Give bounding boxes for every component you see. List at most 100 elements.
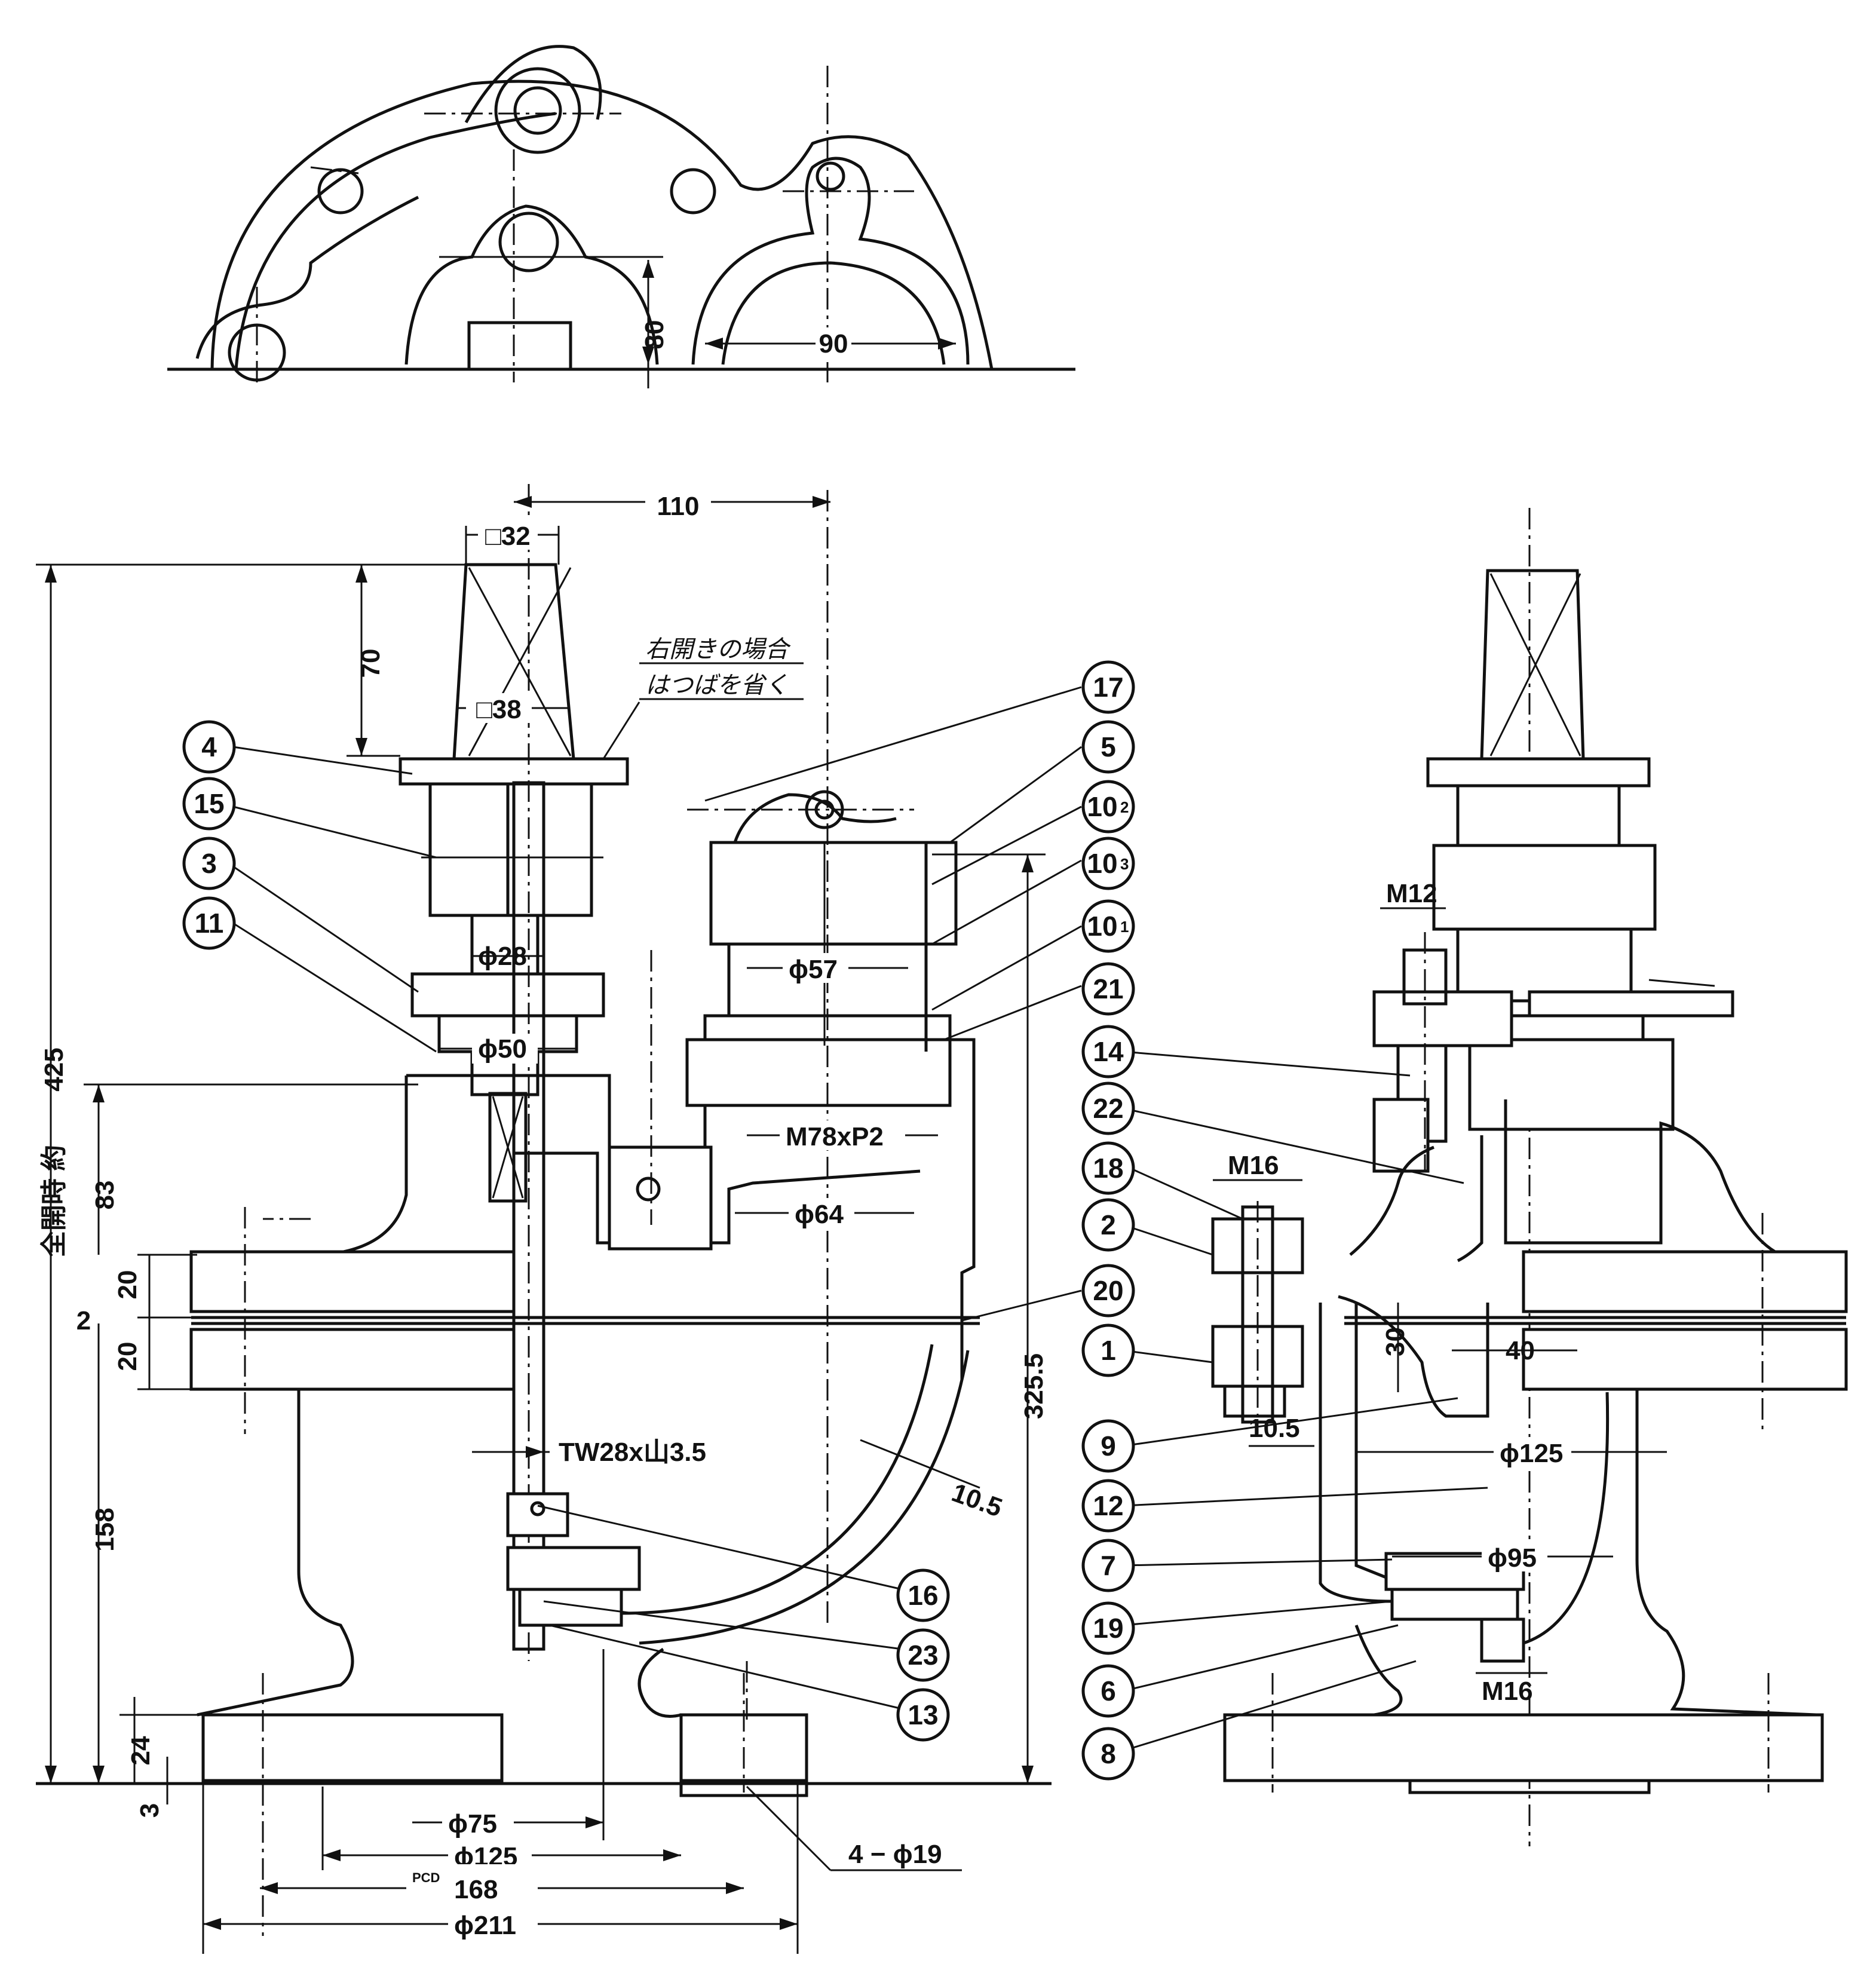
svg-text:8: 8 (1101, 1738, 1116, 1769)
balloon-23: 23 (896, 1628, 950, 1682)
dim-holes: 4 − ϕ19 (848, 1840, 942, 1869)
dim-110: 110 (657, 492, 700, 521)
balloon-15: 15 (182, 777, 236, 831)
svg-text:19: 19 (1093, 1613, 1123, 1644)
balloon-4: 4 (182, 720, 236, 774)
svg-text:10: 10 (1087, 791, 1117, 822)
dim-phi75: ϕ75 (448, 1809, 497, 1839)
svg-text:12: 12 (1093, 1490, 1123, 1521)
svg-text:1: 1 (1120, 918, 1129, 936)
svg-text:23: 23 (908, 1640, 938, 1671)
note-line1: 右開きの場合 (645, 636, 791, 663)
balloon-14: 14 (1081, 1025, 1135, 1079)
dim-80: 80 (640, 320, 669, 350)
svg-text:4: 4 (201, 731, 217, 762)
balloon-16: 16 (896, 1568, 950, 1622)
dim-20b: 20 (113, 1342, 142, 1371)
svg-text:3: 3 (201, 848, 217, 879)
svg-text:2: 2 (1101, 1209, 1116, 1240)
dim-phi50: ϕ50 (478, 1034, 527, 1064)
dim-2: 2 (76, 1306, 91, 1335)
dim-sq32: □32 (485, 522, 531, 551)
leader-lines (232, 686, 1488, 1752)
svg-text:6: 6 (1101, 1675, 1116, 1706)
balloon-21: 21 (1081, 962, 1135, 1016)
balloon-11: 11 (182, 896, 236, 950)
dim-m16b: M16 (1482, 1677, 1533, 1706)
dim-10-5b: 10.5 (1249, 1414, 1300, 1443)
balloon-12: 12 (1081, 1479, 1135, 1533)
svg-text:14: 14 (1093, 1036, 1124, 1067)
svg-text:10: 10 (1087, 911, 1117, 942)
balloon-3: 3 (182, 837, 236, 890)
dim-pcd: PCD (412, 1870, 440, 1885)
svg-text:18: 18 (1093, 1153, 1123, 1184)
dim-m16a: M16 (1228, 1151, 1279, 1180)
dim-tw28: TW28x山3.5 (559, 1438, 706, 1467)
dim-168: 168 (454, 1875, 498, 1904)
note-line2: はつばを省く (645, 672, 789, 699)
svg-text:11: 11 (195, 908, 224, 939)
dim-158: 158 (90, 1508, 119, 1551)
dim-20a: 20 (113, 1270, 142, 1300)
dim-24: 24 (126, 1736, 155, 1765)
dim-10-5a: 10.5 (948, 1478, 1006, 1522)
dim-325: 325.5 (1019, 1353, 1049, 1419)
dim-phi211: ϕ211 (454, 1911, 516, 1940)
svg-text:15: 15 (194, 788, 224, 819)
balloon-13: 13 (896, 1688, 950, 1742)
left-section-view (36, 484, 1052, 1936)
balloon-8: 8 (1081, 1727, 1135, 1781)
svg-text:3: 3 (1120, 855, 1129, 873)
svg-text:5: 5 (1101, 731, 1116, 762)
dim-70: 70 (356, 649, 385, 678)
svg-text:2: 2 (1120, 798, 1129, 816)
svg-text:10: 10 (1087, 848, 1117, 879)
left-dimensions: 110 □32 □38 70 ϕ28 ϕ50 ϕ57 M78xP2 (36, 490, 1049, 1954)
svg-text:7: 7 (1101, 1550, 1116, 1581)
balloon-9: 9 (1081, 1419, 1135, 1473)
right-exterior-view (1211, 508, 1848, 1846)
dim-phi28: ϕ28 (478, 942, 527, 971)
svg-text:17: 17 (1093, 672, 1123, 703)
dim-phi125b: ϕ125 (1500, 1439, 1563, 1468)
balloon-5: 5 (1081, 720, 1135, 774)
dim-m78: M78xP2 (786, 1122, 884, 1151)
balloon-20: 20 (1081, 1264, 1135, 1318)
dim-3: 3 (135, 1803, 164, 1818)
dim-m12: M12 (1386, 879, 1437, 908)
svg-text:20: 20 (1093, 1275, 1123, 1306)
balloon-19: 19 (1081, 1601, 1135, 1655)
dim-sq38: □38 (476, 695, 522, 724)
balloon-17: 17 (1081, 660, 1135, 714)
balloon-1: 1 (1081, 1323, 1135, 1377)
balloon-18: 18 (1081, 1141, 1135, 1195)
dim-phi64: ϕ64 (795, 1200, 844, 1229)
dim-30: 30 (1381, 1327, 1410, 1356)
svg-text:16: 16 (908, 1580, 938, 1611)
svg-text:22: 22 (1093, 1093, 1123, 1124)
dim-90: 90 (819, 329, 848, 359)
dim-phi95: ϕ95 (1488, 1543, 1537, 1573)
top-view: 90 80 (167, 45, 1075, 388)
dim-phi57: ϕ57 (789, 955, 838, 984)
svg-text:13: 13 (908, 1699, 938, 1730)
dim-425: 425 (39, 1047, 69, 1091)
balloon-2: 2 (1081, 1198, 1135, 1252)
dim-83: 83 (90, 1181, 119, 1210)
dim-40: 40 (1506, 1336, 1535, 1365)
svg-text:21: 21 (1093, 973, 1123, 1004)
svg-text:9: 9 (1101, 1430, 1116, 1462)
balloon-7: 7 (1081, 1539, 1135, 1592)
balloon-6: 6 (1081, 1664, 1135, 1718)
balloon-22: 22 (1081, 1081, 1135, 1135)
svg-text:1: 1 (1101, 1335, 1116, 1366)
label-zenkai: 全開時 約 (39, 1145, 69, 1258)
right-dimensions: M12 M16 30 40 10.5 ϕ125 ϕ95 M16 (1213, 879, 1667, 1706)
